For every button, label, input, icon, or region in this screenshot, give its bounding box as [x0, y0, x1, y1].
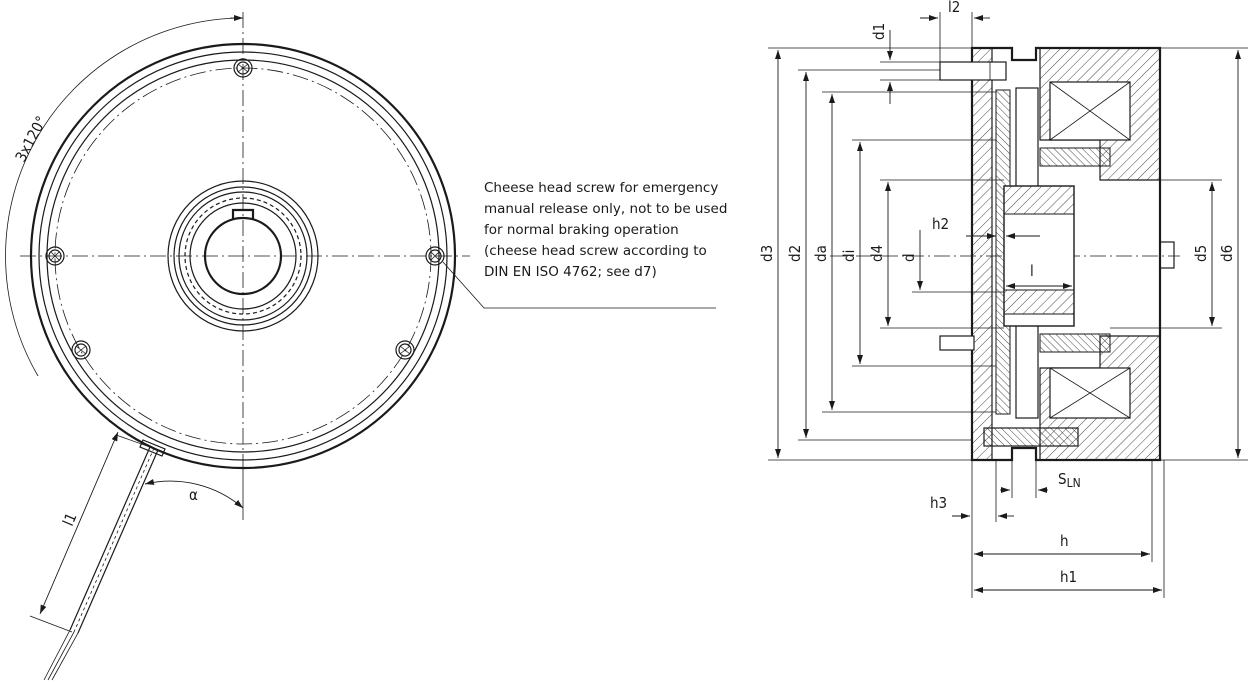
di-label: di	[840, 250, 858, 262]
section-view: d3 d2 da di d4 d h2 l d5	[758, 0, 1248, 598]
mounting-screw-bottom	[983, 427, 1079, 447]
mounting-screw-top	[939, 61, 1007, 81]
mounting-screw-lower-left	[71, 340, 91, 360]
note-leader-line	[442, 261, 716, 309]
note-line: DIN EN ISO 4762; see d7)	[484, 264, 657, 280]
spring-upper	[1039, 147, 1111, 167]
emergency-release-note: Cheese head screw for emergency manual r…	[484, 178, 744, 283]
note-line: Cheese head screw for emergency	[484, 180, 719, 196]
angle-arc	[5, 17, 244, 377]
da-label: da	[812, 245, 830, 262]
d3-label: d3	[758, 245, 776, 262]
h2-label: h2	[932, 215, 949, 233]
l1-label: l1	[59, 510, 80, 528]
d6-label: d6	[1218, 245, 1236, 262]
angle-label: 3x120°	[12, 113, 51, 165]
keyway	[231, 208, 255, 219]
note-line: manual release only, not to be used	[484, 201, 728, 217]
sln-label: SLN	[1058, 470, 1081, 490]
note-line: (cheese head screw according to	[484, 243, 707, 259]
l2-label: l2	[948, 0, 960, 16]
d4-label: d4	[868, 245, 886, 262]
h-label: h	[1060, 532, 1069, 550]
release-screw-right	[425, 246, 445, 266]
release-screw-left	[45, 246, 65, 266]
mounting-screw-top	[233, 58, 253, 78]
d5-label: d5	[1192, 245, 1210, 262]
l-label: l	[1030, 262, 1034, 280]
alpha-label: α	[189, 486, 198, 504]
d2-label: d2	[786, 245, 804, 262]
alpha-dimension-arc	[144, 479, 244, 509]
armature-plate	[971, 47, 993, 461]
hub	[167, 180, 319, 332]
d1-label: d1	[870, 23, 888, 40]
shaft-stub	[1159, 241, 1175, 269]
l1-dimension-line	[39, 431, 119, 615]
note-line: for normal braking operation	[484, 222, 679, 238]
release-screw	[939, 335, 975, 351]
d-label: d	[900, 253, 918, 262]
h3-label: h3	[930, 494, 947, 512]
spring-lower	[1039, 333, 1111, 353]
front-view: 3x120° α l1	[5, 12, 716, 681]
mounting-screw-lower-right	[395, 340, 415, 360]
h1-label: h1	[1060, 568, 1077, 586]
cable	[43, 434, 166, 681]
